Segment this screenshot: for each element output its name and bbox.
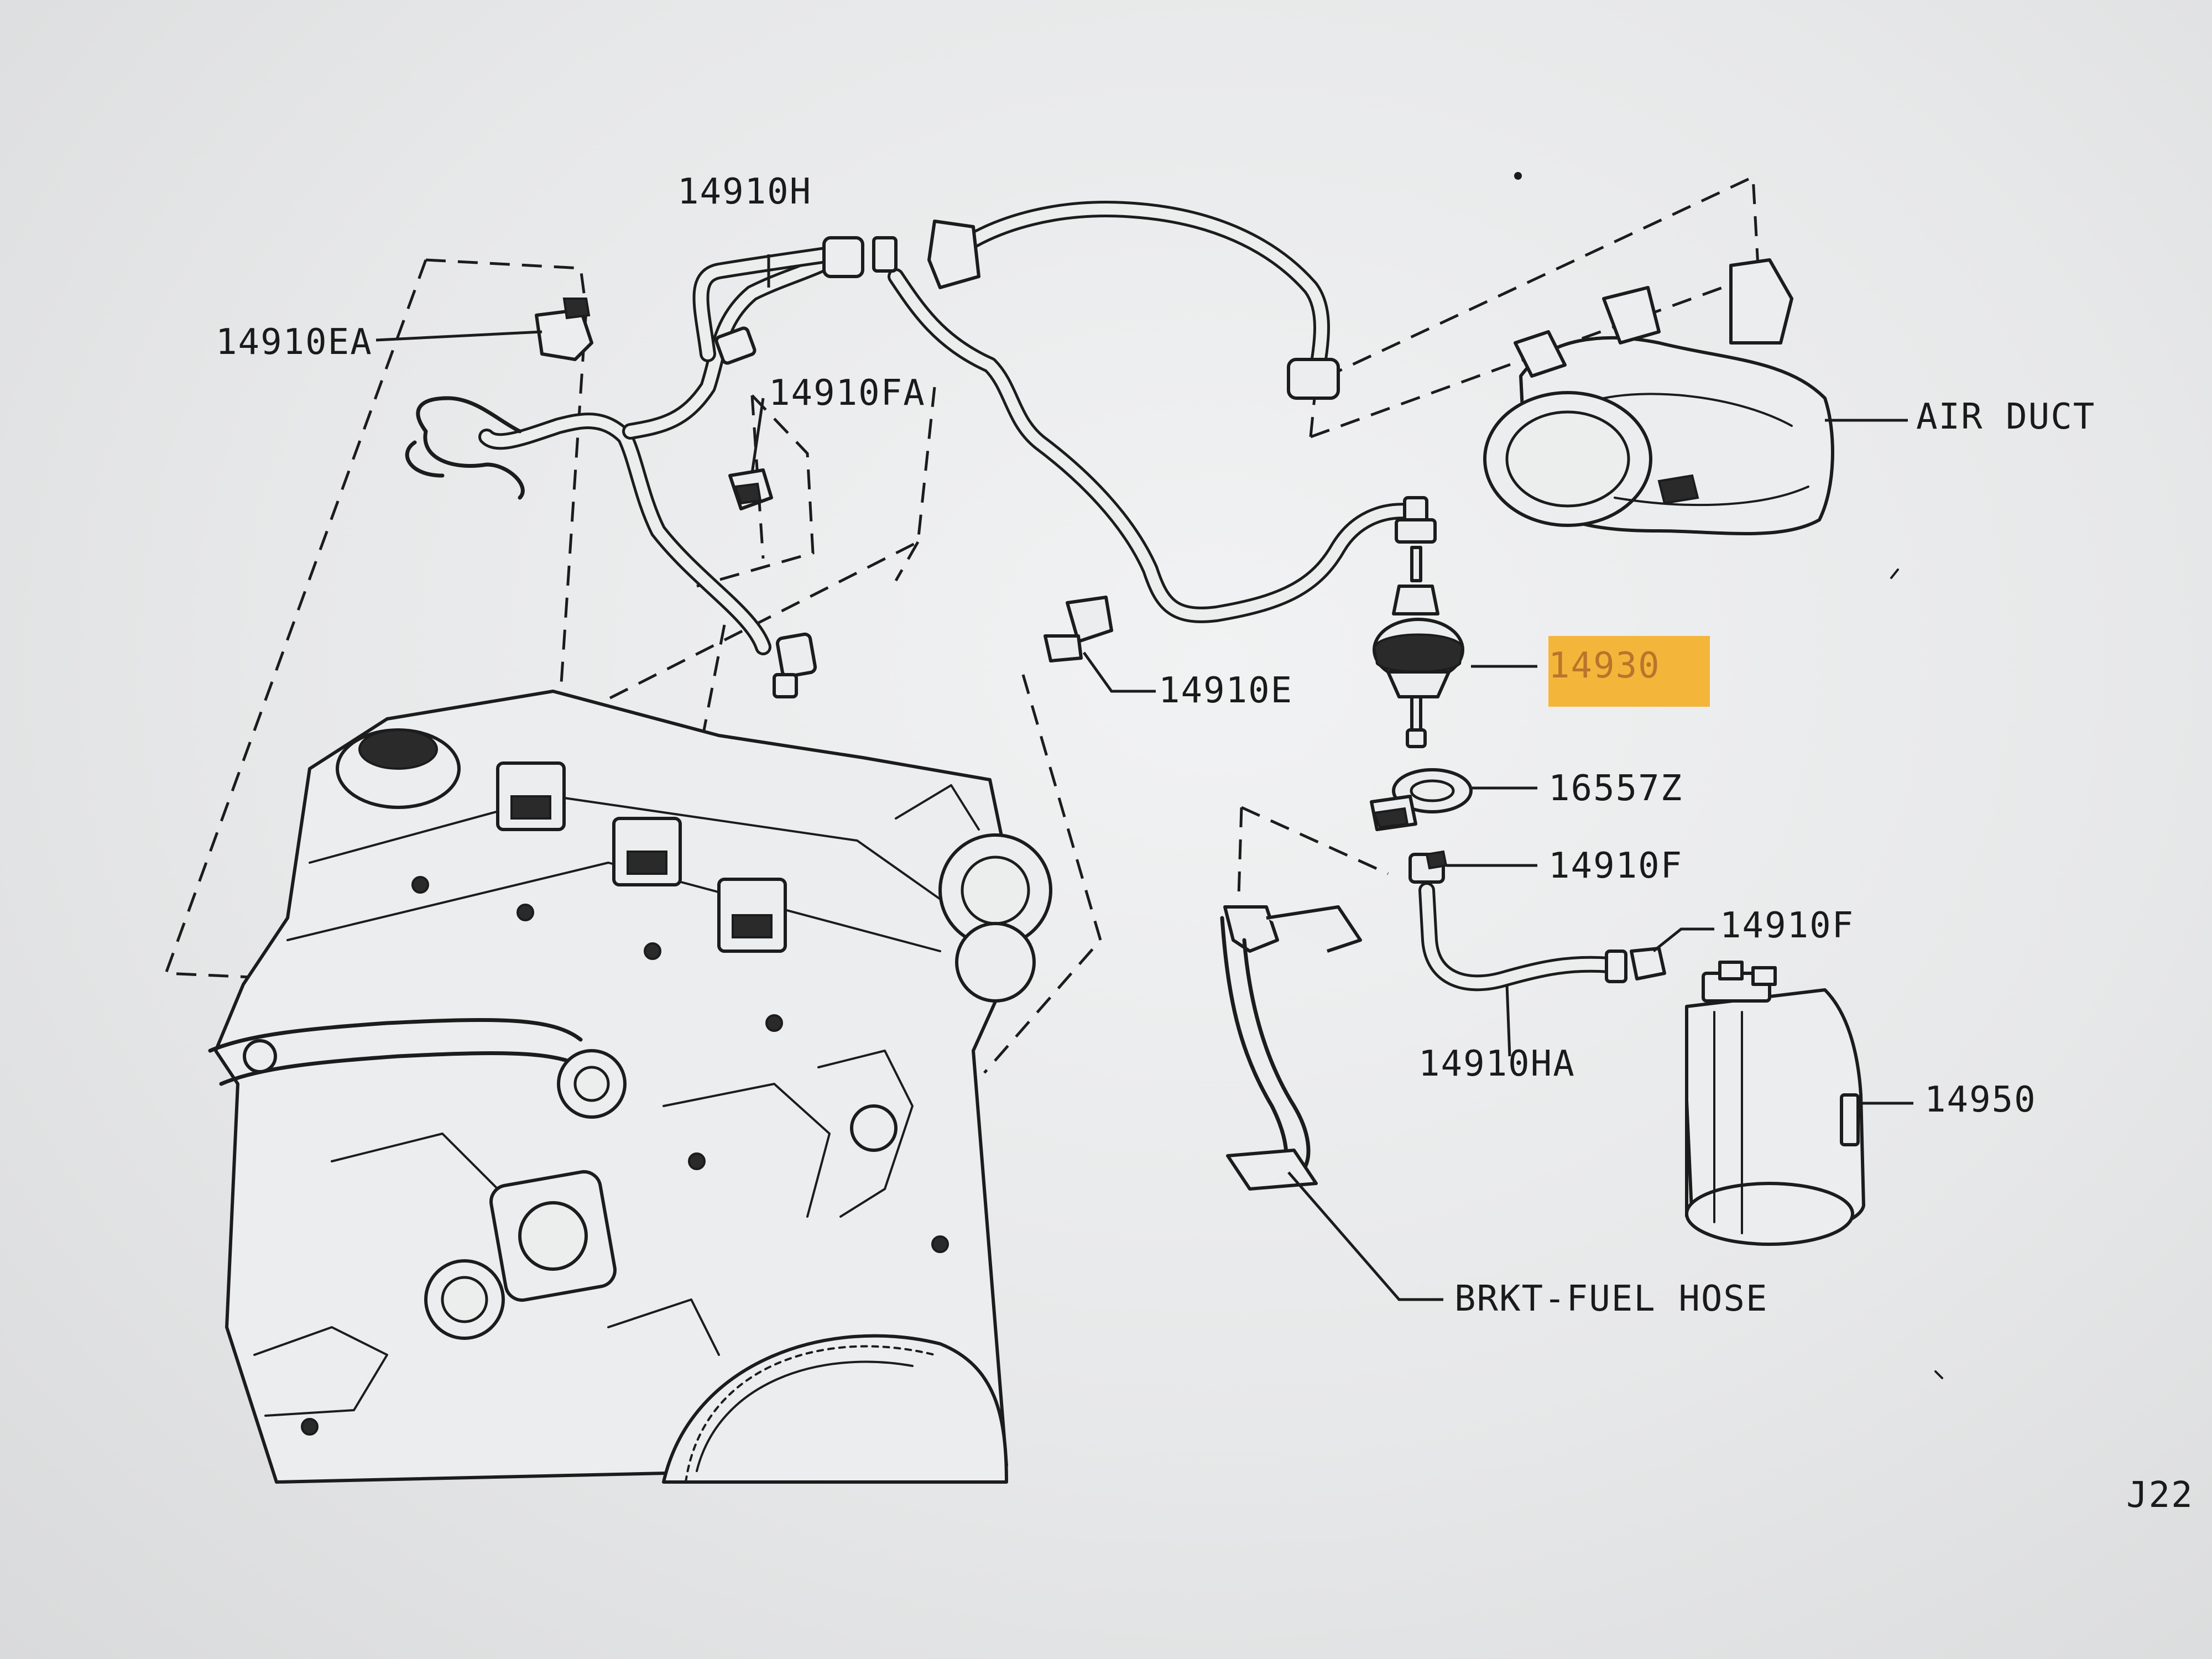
clip-14910f: [1408, 850, 1448, 884]
diagram-code: J22: [2126, 1475, 2194, 1516]
hose-14910ha: [1418, 882, 1666, 992]
vacuum-hose-14910h: [405, 201, 1418, 698]
label-brkt-fuel-hose: BRKT-FUEL HOSE: [1454, 1279, 1768, 1319]
label-14950: 14950: [1924, 1079, 2037, 1120]
label-14910h: 14910H: [677, 171, 812, 212]
clip-14910e: [1044, 596, 1113, 662]
label-14910f-upper: 14910F: [1548, 846, 1683, 886]
clip-14910ea: [535, 298, 593, 361]
clip-14910fa: [728, 468, 773, 510]
bracket-fuel-hose: [1220, 905, 1362, 1191]
label-14910fa: 14910FA: [769, 373, 926, 414]
label-14930: 14930: [1548, 645, 1661, 686]
purge-valve-14930: [1373, 496, 1464, 748]
canister-14950: [1685, 961, 1865, 1246]
leader-lines: [375, 254, 1913, 1301]
label-14910e: 14910E: [1159, 670, 1293, 711]
label-14910ha: 14910HA: [1418, 1044, 1575, 1084]
highlight-box-14930: [1548, 636, 1710, 707]
engine-assembly: [208, 690, 1052, 1484]
air-duct: [1483, 258, 1834, 535]
label-14910ea: 14910EA: [216, 322, 373, 363]
label-air-duct: AIR DUCT: [1916, 397, 2095, 437]
clamp-16557z: [1370, 768, 1473, 831]
label-16557z: 16557Z: [1548, 768, 1683, 809]
label-14910f-lower: 14910F: [1720, 905, 1854, 946]
